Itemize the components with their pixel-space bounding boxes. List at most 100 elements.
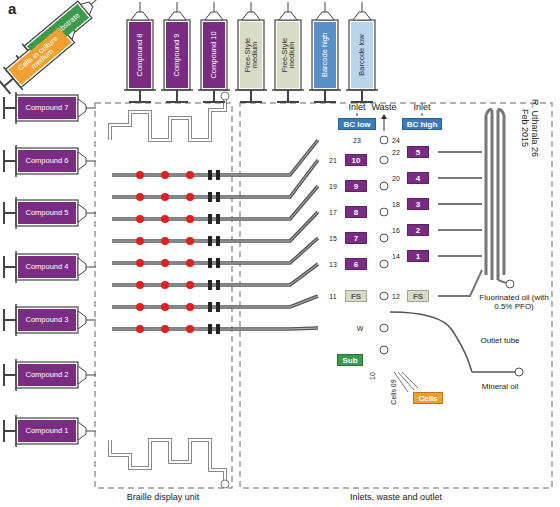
- plunger-head: [129, 101, 151, 103]
- port-number: 21: [328, 157, 338, 164]
- syringe-barrel: [16, 200, 78, 226]
- node-text: Compound 1: [26, 427, 69, 435]
- plunger-rod: [4, 430, 16, 432]
- syringe-barrel: Barcode low: [351, 22, 373, 88]
- plunger-head: [0, 79, 10, 94]
- valve-bar: [208, 302, 212, 312]
- syringe: [124, 2, 156, 102]
- plunger-head: [240, 101, 262, 103]
- node-text: 1: [416, 252, 420, 261]
- channel: [112, 264, 318, 285]
- inlet-label-box: 8: [345, 206, 367, 218]
- syringe-tip: [353, 12, 371, 20]
- inlet-label-box: 10: [345, 154, 367, 166]
- syringe-tip: [78, 152, 86, 170]
- inlet-label-box: 7: [345, 232, 367, 244]
- annotation: Mineral oil: [482, 382, 518, 391]
- serpentine-top: [110, 100, 225, 140]
- flange: [198, 89, 230, 91]
- port-number: 18: [391, 201, 401, 208]
- syringe-barrel: Compound 1: [18, 420, 76, 442]
- node-text: Barcode high: [321, 33, 329, 77]
- channel: [438, 229, 482, 231]
- flange: [15, 251, 17, 283]
- oil-channel: [498, 280, 506, 283]
- plunger-head: [3, 97, 5, 119]
- inlet-label-box: 5: [407, 146, 429, 158]
- syringe-barrel: Compound 8: [129, 22, 151, 88]
- node-text: Cells: [418, 394, 437, 403]
- syringe: [198, 2, 230, 102]
- port-number: 16: [391, 227, 401, 234]
- flange: [124, 89, 156, 91]
- node-text: 6: [354, 260, 358, 269]
- channel: [438, 270, 482, 296]
- valve-bar: [216, 280, 220, 290]
- needle: [177, 2, 178, 12]
- node-text: Compound 2: [26, 371, 69, 379]
- node-text: Compound 6: [26, 157, 69, 165]
- syringe: [4, 197, 96, 229]
- channel: [438, 177, 482, 179]
- annotation: Inlet: [348, 102, 365, 112]
- port-hole: [380, 292, 388, 300]
- node-text: 4: [416, 174, 420, 183]
- braille-pin: [136, 237, 144, 245]
- inlet-arrow: [422, 113, 423, 116]
- syringe: [4, 251, 96, 283]
- port-hole: [380, 182, 388, 190]
- needle: [86, 213, 96, 214]
- braille-pin: [186, 237, 194, 245]
- flange: [15, 145, 17, 177]
- annotation: Braille display unit: [127, 492, 200, 502]
- braille-pin: [136, 325, 144, 333]
- plunger-head: [3, 202, 5, 224]
- syringe: [346, 2, 378, 102]
- syringe-barrel: [16, 95, 78, 121]
- braille-pin: [136, 303, 144, 311]
- plunger-head: [3, 364, 5, 386]
- plunger-head: [3, 256, 5, 278]
- valve-bar: [216, 302, 220, 312]
- syringe-barrel: [238, 20, 264, 90]
- syringe: [4, 304, 96, 336]
- syringe-barrel: Compound 2: [18, 364, 76, 386]
- needle: [91, 0, 99, 4]
- valve-bar: [216, 170, 220, 180]
- channel: [112, 160, 318, 197]
- annotation: Inlets, waste and outlet: [350, 492, 442, 502]
- syringe-tip: [242, 12, 260, 20]
- port-number: Cells 09: [390, 379, 397, 404]
- waste-arrow: [384, 117, 385, 131]
- inlet-label-box: FS: [407, 290, 429, 302]
- port-number: 20: [391, 175, 401, 182]
- port-hole: [380, 346, 388, 354]
- node-text: Compound 10: [210, 31, 218, 78]
- plunger-head: [3, 150, 5, 172]
- braille-pin: [186, 171, 194, 179]
- syringe-barrel: Compound 7: [18, 97, 76, 119]
- channel: [438, 203, 482, 205]
- flange: [309, 89, 341, 91]
- port-number: 17: [328, 209, 338, 216]
- braille-pin: [161, 303, 169, 311]
- syringe-barrel: [16, 254, 78, 280]
- valve-bar: [208, 170, 212, 180]
- syringe-parts: [0, 0, 378, 447]
- valve-bar: [216, 258, 220, 268]
- syringe-barrel: Barcode high: [314, 22, 336, 88]
- port-hole: [380, 324, 388, 332]
- flange: [346, 89, 378, 91]
- needle: [325, 2, 326, 12]
- plunger-head: [166, 101, 188, 103]
- syringe-tip: [78, 99, 86, 117]
- inlet-label-box: Cells: [413, 392, 442, 404]
- inlet-arrow: [357, 113, 358, 116]
- inlet-label-box: FS: [345, 290, 367, 302]
- syringe: [4, 92, 96, 124]
- port-number: 14: [391, 253, 401, 260]
- arrowhead: [381, 114, 387, 119]
- needle: [86, 375, 96, 376]
- needle: [214, 2, 215, 12]
- valve-bar: [216, 324, 220, 334]
